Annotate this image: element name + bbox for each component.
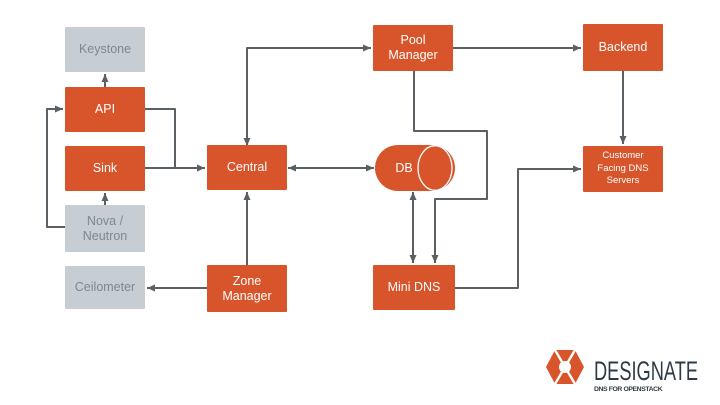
designate-logo: DESIGNATE DNS FOR OPENSTACK — [546, 349, 698, 393]
designate-hexagon-icon — [546, 349, 584, 385]
node-label: Backend — [598, 40, 648, 54]
node-label: Central — [226, 160, 268, 174]
node-label: Customer — [602, 150, 644, 162]
logo-tagline: DNS FOR OPENSTACK — [594, 386, 664, 393]
node-db: DB — [375, 145, 455, 191]
node-mini-dns: Mini DNS — [373, 265, 455, 310]
node-label: Keystone — [78, 42, 132, 56]
edge-poolmanager-minidns — [413, 71, 488, 263]
node-customer-facing-dns-servers: Customer Facing DNS Servers — [583, 146, 663, 192]
node-label: Neutron — [82, 228, 128, 243]
node-label: Manager — [222, 288, 272, 303]
node-label: API — [94, 102, 116, 116]
node-keystone: Keystone — [65, 27, 145, 72]
node-api: API — [65, 87, 145, 132]
node-nova-neutron: Nova / Neutron — [65, 205, 145, 252]
database-cylinder-icon — [375, 145, 455, 191]
node-label: DB — [395, 161, 413, 175]
node-label: Ceilometer — [74, 280, 136, 294]
node-zone-manager: Zone Manager — [207, 265, 287, 312]
edge-minidns-customerdns — [455, 165, 581, 289]
edge-api-join — [145, 108, 176, 168]
node-label: Sink — [92, 161, 118, 175]
node-label: Nova / — [86, 213, 124, 228]
node-central: Central — [207, 145, 287, 190]
node-backend: Backend — [583, 24, 663, 71]
node-label: Mini DNS — [387, 280, 441, 294]
node-label: Zone — [232, 273, 262, 288]
node-ceilometer: Ceilometer — [65, 266, 145, 309]
logo-wordmark: DESIGNATE — [594, 356, 698, 386]
node-label: Facing DNS — [597, 162, 649, 174]
node-sink: Sink — [65, 146, 145, 191]
node-label: Servers — [606, 175, 640, 187]
node-pool-manager: Pool Manager — [373, 25, 453, 71]
edge-nova-api — [46, 105, 65, 228]
node-label: Pool — [400, 33, 426, 47]
edge-central-poolmanager — [243, 44, 371, 146]
node-label: Manager — [388, 48, 438, 62]
